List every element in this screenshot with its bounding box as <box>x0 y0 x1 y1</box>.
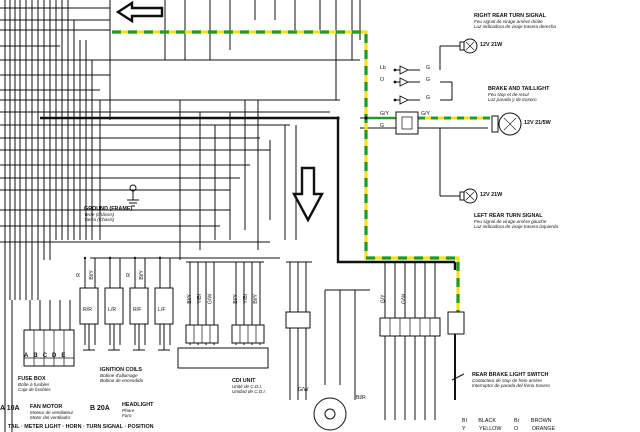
headlight-fr: Phare <box>122 408 135 414</box>
bulb-spec-right: 12V 21W <box>480 42 503 48</box>
brake-title: BRAKE AND TAILLIGHT <box>488 86 550 92</box>
coil-tag: L/R <box>108 307 117 313</box>
wire-code: G <box>426 77 431 83</box>
cdi-title: CDI UNIT <box>232 378 256 384</box>
color-legend-item: Br BROWN <box>514 418 552 424</box>
fuse-letter-c: C <box>42 353 53 359</box>
wire-code: G/Y <box>380 111 389 117</box>
wire-code: Bl/Y <box>138 270 145 280</box>
left-turn-title: LEFT REAR TURN SIGNAL <box>474 213 543 219</box>
left-turn-es: Luz indicadora de viraje trasera izquier… <box>474 224 559 230</box>
legend-name: BLACK <box>478 418 496 424</box>
cdi-fr: Unité de C.D.I. <box>232 384 263 390</box>
fan-motor-es: Motor del ventilador <box>30 415 71 421</box>
wire-code: G/W <box>298 387 309 393</box>
legend-code: O <box>514 426 519 432</box>
fuse-letter-d: D <box>52 353 62 359</box>
wire-code: G <box>380 123 385 129</box>
fuse-letters: ABCDE <box>24 353 70 360</box>
wire-code: R <box>125 273 132 277</box>
left-turn-fr: Feu signal de virage arrière gauche <box>474 219 547 225</box>
wire-code: G/Y <box>421 111 430 117</box>
ground-label: GROUND (FRAME) Terre (châssis) Tierra (C… <box>84 206 132 222</box>
wire-code: G <box>426 65 431 71</box>
legend-name: YELLOW <box>479 426 502 432</box>
fuse-box-fr: Boîte à fusibles <box>18 382 50 388</box>
wire-code: O <box>380 77 385 83</box>
coil-tag: R/F <box>133 307 142 313</box>
brake-es: Luz parada y de trasero <box>488 97 537 103</box>
fan-motor-label: FAN MOTOR Moteur de ventilateur Motor de… <box>30 404 73 420</box>
arrow-left-icon <box>115 0 164 24</box>
fan-fuse-rating: A 10A <box>0 405 20 412</box>
wire-code: Y/Bl <box>196 294 203 304</box>
color-legend-item: O ORANGE <box>514 426 555 432</box>
coil-tag: R/R <box>83 307 92 313</box>
legend-code: Y <box>462 426 466 432</box>
headlight-es: Faro <box>122 413 132 419</box>
headlight-fuse-rating: B 20A <box>90 405 110 412</box>
fuse-letter-b: B <box>33 353 43 359</box>
color-legend-item: Bl BLACK <box>462 418 496 424</box>
cdi-es: Unidad de C.D.I. <box>232 389 266 395</box>
brake-switch-title: REAR BRAKE LIGHT SWITCH <box>472 372 549 378</box>
ignition-coils-label: IGNITION COILS Bobine d'allumage Bobina … <box>100 367 143 383</box>
arrow-down-icon <box>291 166 325 223</box>
left-turn-signal-label: LEFT REAR TURN SIGNAL Feu signal de vira… <box>474 213 558 229</box>
ground-title: GROUND (FRAME) <box>84 206 133 212</box>
brake-switch-fr: Contacteur de stop de frein arrière <box>472 378 542 384</box>
cdi-unit-label: CDI UNIT Unité de C.D.I. Unidad de C.D.I… <box>232 378 266 394</box>
wire-code: Y/Bl <box>242 294 249 304</box>
right-turn-fr: Feu signal de virage arrière droite <box>474 19 543 25</box>
legend-name: ORANGE <box>531 426 556 432</box>
fan-motor-fr: Moteur de ventilateur <box>30 410 74 416</box>
wire-code: R <box>75 273 82 277</box>
fuse-box-title: FUSE BOX <box>18 376 46 382</box>
rear-brake-switch-label: REAR BRAKE LIGHT SWITCH Contacteur de st… <box>472 372 550 388</box>
right-turn-signal-label: RIGHT REAR TURN SIGNAL Feu signal de vir… <box>474 13 556 29</box>
legend-code: Bl <box>462 418 467 424</box>
fuse-letter-e: E <box>61 353 71 359</box>
wire-code: G/Y <box>380 294 387 304</box>
headlight-label: HEADLIGHT Phare Faro <box>122 402 153 418</box>
brake-fr: Feu stop et de recul <box>488 92 529 98</box>
fuse-letter-a: A <box>24 353 34 359</box>
ground-es: Tierra (Chasis) <box>84 217 115 223</box>
wire-code: Bl/Y <box>232 294 239 304</box>
bulb-spec-left: 12V 21W <box>480 192 503 198</box>
right-turn-title: RIGHT REAR TURN SIGNAL <box>474 13 546 19</box>
fuse-box-label: FUSE BOX Boîte à fusibles Caja de fusibl… <box>18 376 51 392</box>
wire-code: Bl/Y <box>88 270 95 280</box>
wire-code: Bl/Y <box>252 294 259 304</box>
coils-es: Bobina de encendido <box>100 378 144 384</box>
wire-code: Bl/R <box>356 395 366 401</box>
wire-code: G/W <box>401 293 408 305</box>
ground-fr: Terre (châssis) <box>84 212 115 218</box>
wire-code: G <box>426 95 431 101</box>
brake-switch-es: Interruptor de parada del freno trasero <box>472 383 550 389</box>
right-turn-es: Luz indicadora de viraje trasera derecha <box>474 24 556 30</box>
wire-code: Bl/Y <box>186 294 193 304</box>
fan-motor-title: FAN MOTOR <box>30 404 63 410</box>
color-legend-item: Y YELLOW <box>462 426 501 432</box>
legend-name: BROWN <box>530 418 552 424</box>
bottom-circuit-line: TAIL · METER LIGHT · HORN · TURN SIGNAL … <box>8 424 154 430</box>
wire-code: G/W <box>207 293 214 305</box>
fuse-box-es: Caja de fusibles <box>18 387 51 393</box>
coils-title: IGNITION COILS <box>100 367 142 373</box>
headlight-title: HEADLIGHT <box>122 402 154 408</box>
wire-code: Lb <box>380 65 386 71</box>
coils-fr: Bobine d'allumage <box>100 373 138 379</box>
legend-code: Br <box>514 418 520 424</box>
brake-taillight-label: BRAKE AND TAILLIGHT Feu stop et de recul… <box>488 86 549 102</box>
bulb-spec-brake: 12V 21/5W <box>524 120 551 126</box>
coil-tag: L/F <box>158 307 166 313</box>
